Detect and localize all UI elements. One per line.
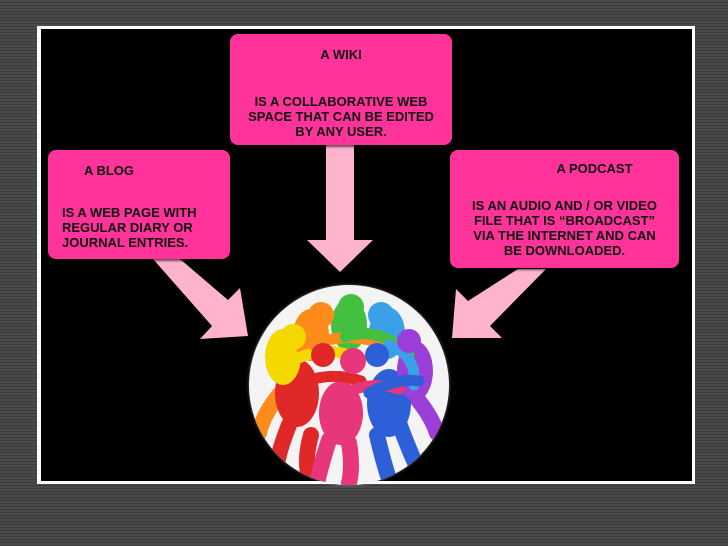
podcast-box: A PODCAST IS AN AUDIO AND / OR VIDEO FIL… [450, 150, 679, 268]
wiki-arrow [307, 145, 373, 272]
blog-arrow [153, 259, 248, 339]
people-circle-icon [251, 294, 445, 485]
wiki-box: A WIKI IS A COLLABORATIVE WEB SPACE THAT… [230, 34, 452, 145]
podcast-description: IS AN AUDIO AND / OR VIDEO FILE THAT IS … [472, 198, 657, 258]
blog-title: A BLOG [83, 163, 135, 178]
community-image [249, 285, 449, 485]
podcast-title: A PODCAST [556, 161, 633, 176]
blog-box: A BLOG IS A WEB PAGE WITH REGULAR DIARY … [48, 150, 230, 259]
blog-description: IS A WEB PAGE WITH REGULAR DIARY OR JOUR… [62, 205, 197, 250]
podcast-arrow [452, 269, 546, 338]
wiki-description: IS A COLLABORATIVE WEB SPACE THAT CAN BE… [248, 94, 434, 139]
wiki-title: A WIKI [320, 47, 362, 62]
